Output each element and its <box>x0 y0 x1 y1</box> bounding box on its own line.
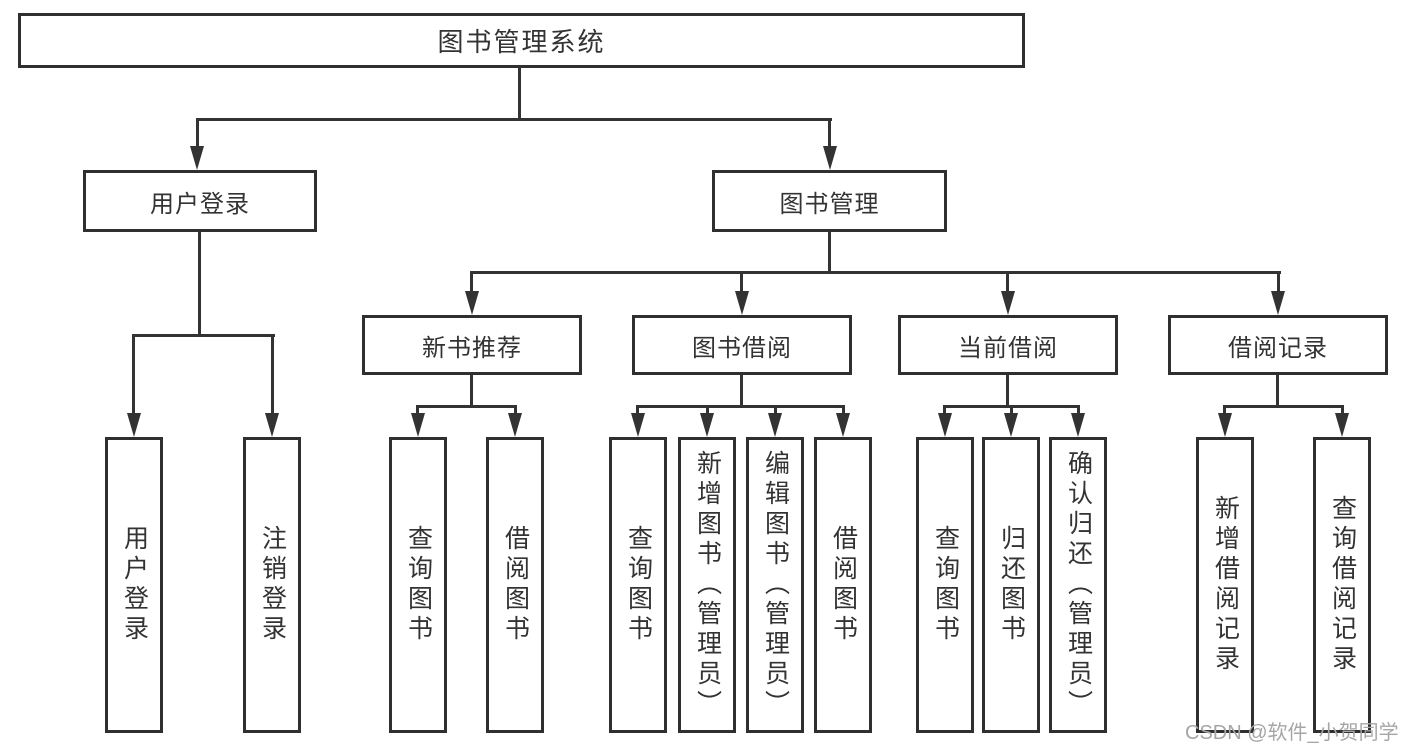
connector-line <box>636 405 639 417</box>
node-return-books: 归还图书 <box>982 437 1040 733</box>
down-arrow-icon <box>1335 413 1349 437</box>
node-label: 查询借阅记录 <box>1328 495 1357 675</box>
down-arrow-icon <box>700 413 714 437</box>
node-user-login-leaf: 用户登录 <box>105 437 163 733</box>
down-arrow-icon <box>127 413 141 437</box>
node-new-book-recommendation: 新书推荐 <box>362 315 582 375</box>
down-arrow-icon <box>1071 413 1085 437</box>
down-arrow-icon <box>1004 413 1018 437</box>
down-arrow-icon <box>265 413 279 437</box>
connector-line <box>740 375 743 408</box>
node-edit-books-admin: 编辑图书（管理员） <box>746 437 804 733</box>
node-add-borrow-record: 新增借阅记录 <box>1196 437 1254 733</box>
connector-line <box>636 405 845 408</box>
connector-line <box>943 405 946 417</box>
connector-line <box>198 232 201 337</box>
down-arrow-icon <box>508 413 522 437</box>
node-book-borrowing: 图书借阅 <box>632 315 852 375</box>
down-arrow-icon <box>823 146 837 170</box>
node-label: 归还图书 <box>997 525 1026 645</box>
node-confirm-return-admin: 确认归还（管理员） <box>1049 437 1107 733</box>
node-label: 注销登录 <box>258 525 287 645</box>
connector-line <box>828 118 831 148</box>
connector-line <box>1276 375 1279 408</box>
node-query-books-recommend: 查询图书 <box>389 437 447 733</box>
node-logout: 注销登录 <box>243 437 301 733</box>
connector-line <box>740 271 743 295</box>
node-borrowing-records: 借阅记录 <box>1168 315 1388 375</box>
node-label: 确认归还（管理员） <box>1064 450 1093 720</box>
connector-line <box>196 118 832 121</box>
connector-line <box>706 405 709 417</box>
connector-line <box>1223 405 1226 417</box>
connector-line <box>828 232 831 274</box>
connector-line <box>132 334 275 337</box>
down-arrow-icon <box>1218 413 1232 437</box>
down-arrow-icon <box>735 291 749 315</box>
down-arrow-icon <box>768 413 782 437</box>
connector-line <box>470 271 1281 274</box>
node-user-login: 用户登录 <box>83 170 317 232</box>
down-arrow-icon <box>631 413 645 437</box>
node-label: 查询图书 <box>404 525 433 645</box>
node-label: 借阅记录 <box>1228 334 1328 362</box>
connector-line <box>1006 375 1009 408</box>
connector-line <box>132 334 135 416</box>
node-query-borrow-record: 查询借阅记录 <box>1313 437 1371 733</box>
connector-line <box>196 118 199 148</box>
connector-line <box>514 405 517 417</box>
node-current-borrowing: 当前借阅 <box>898 315 1118 375</box>
connector-line <box>470 271 473 295</box>
node-borrow-books-recommend: 借阅图书 <box>486 437 544 733</box>
down-arrow-icon <box>938 413 952 437</box>
connector-line <box>1341 405 1344 417</box>
node-label: 新增借阅记录 <box>1211 495 1240 675</box>
down-arrow-icon <box>1271 291 1285 315</box>
down-arrow-icon <box>836 413 850 437</box>
connector-line <box>842 405 845 417</box>
down-arrow-icon <box>190 146 204 170</box>
node-label: 用户登录 <box>120 525 149 645</box>
node-label: 用户登录 <box>150 190 250 218</box>
down-arrow-icon <box>411 413 425 437</box>
connector-line <box>518 67 521 120</box>
node-label: 查询图书 <box>624 525 653 645</box>
watermark: CSDN @软件_小贺同学 <box>1185 722 1399 744</box>
node-label: 查询图书 <box>931 525 960 645</box>
down-arrow-icon <box>1001 291 1015 315</box>
node-label: 图书管理 <box>779 190 880 218</box>
connector-line <box>1223 405 1344 408</box>
node-borrow-books-borrow: 借阅图书 <box>814 437 872 733</box>
node-label: 借阅图书 <box>501 525 530 645</box>
node-library-management-system: 图书管理系统 <box>18 13 1025 68</box>
connector-line <box>774 405 777 417</box>
node-label: 新增图书（管理员） <box>693 450 722 720</box>
node-book-management: 图书管理 <box>712 170 947 232</box>
node-label: 图书借阅 <box>692 334 792 362</box>
connector-line <box>271 334 274 416</box>
node-label: 新书推荐 <box>422 334 522 362</box>
connector-line <box>1006 271 1009 295</box>
connector-line <box>1077 405 1080 417</box>
node-label: 当前借阅 <box>958 334 1058 362</box>
connector-line <box>1010 405 1013 417</box>
node-query-books-current: 查询图书 <box>916 437 974 733</box>
node-label: 编辑图书（管理员） <box>761 450 790 720</box>
node-label: 借阅图书 <box>829 525 858 645</box>
node-label: 图书管理系统 <box>437 27 606 57</box>
connector-line <box>416 405 517 408</box>
down-arrow-icon <box>465 291 479 315</box>
connector-line <box>470 375 473 408</box>
connector-line <box>1277 271 1280 295</box>
node-query-books-borrow: 查询图书 <box>609 437 667 733</box>
node-add-books-admin: 新增图书（管理员） <box>678 437 736 733</box>
connector-line <box>416 405 419 417</box>
